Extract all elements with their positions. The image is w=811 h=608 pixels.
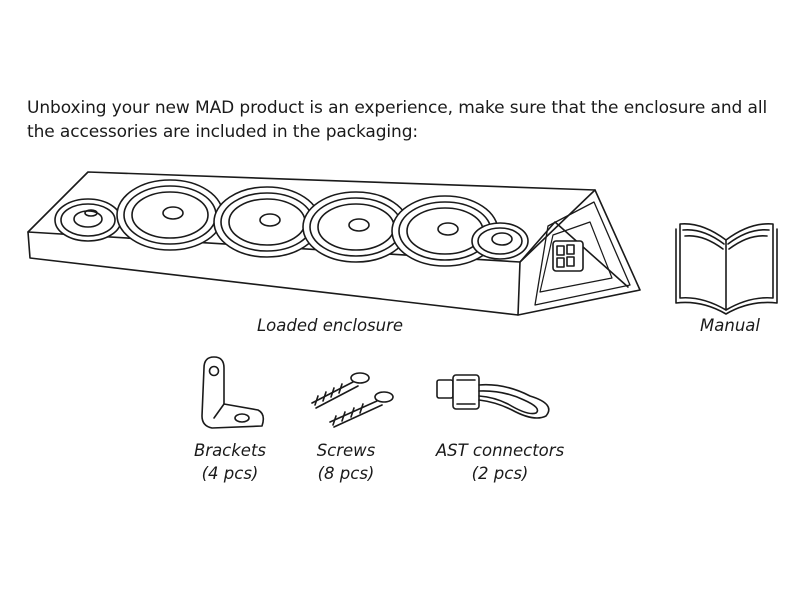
screws-label: Screws	[316, 441, 376, 460]
screws-qty: (8 pcs)	[317, 464, 375, 483]
manual-label: Manual	[700, 316, 760, 335]
connector-icon	[436, 374, 550, 419]
intro-text: Unboxing your new MAD product is an expe…	[27, 98, 768, 142]
manual-book-icon	[675, 223, 778, 315]
screw-icon	[311, 372, 394, 428]
speaker-enclosure-icon	[27, 171, 641, 316]
enclosure-label: Loaded enclosure	[256, 316, 404, 335]
bracket-icon	[201, 356, 265, 429]
brackets-qty: (4 pcs)	[201, 464, 259, 483]
connectors-qty: (2 pcs)	[471, 464, 529, 483]
connectors-label: AST connectors	[435, 441, 565, 460]
brackets-label: Brackets	[193, 441, 267, 460]
